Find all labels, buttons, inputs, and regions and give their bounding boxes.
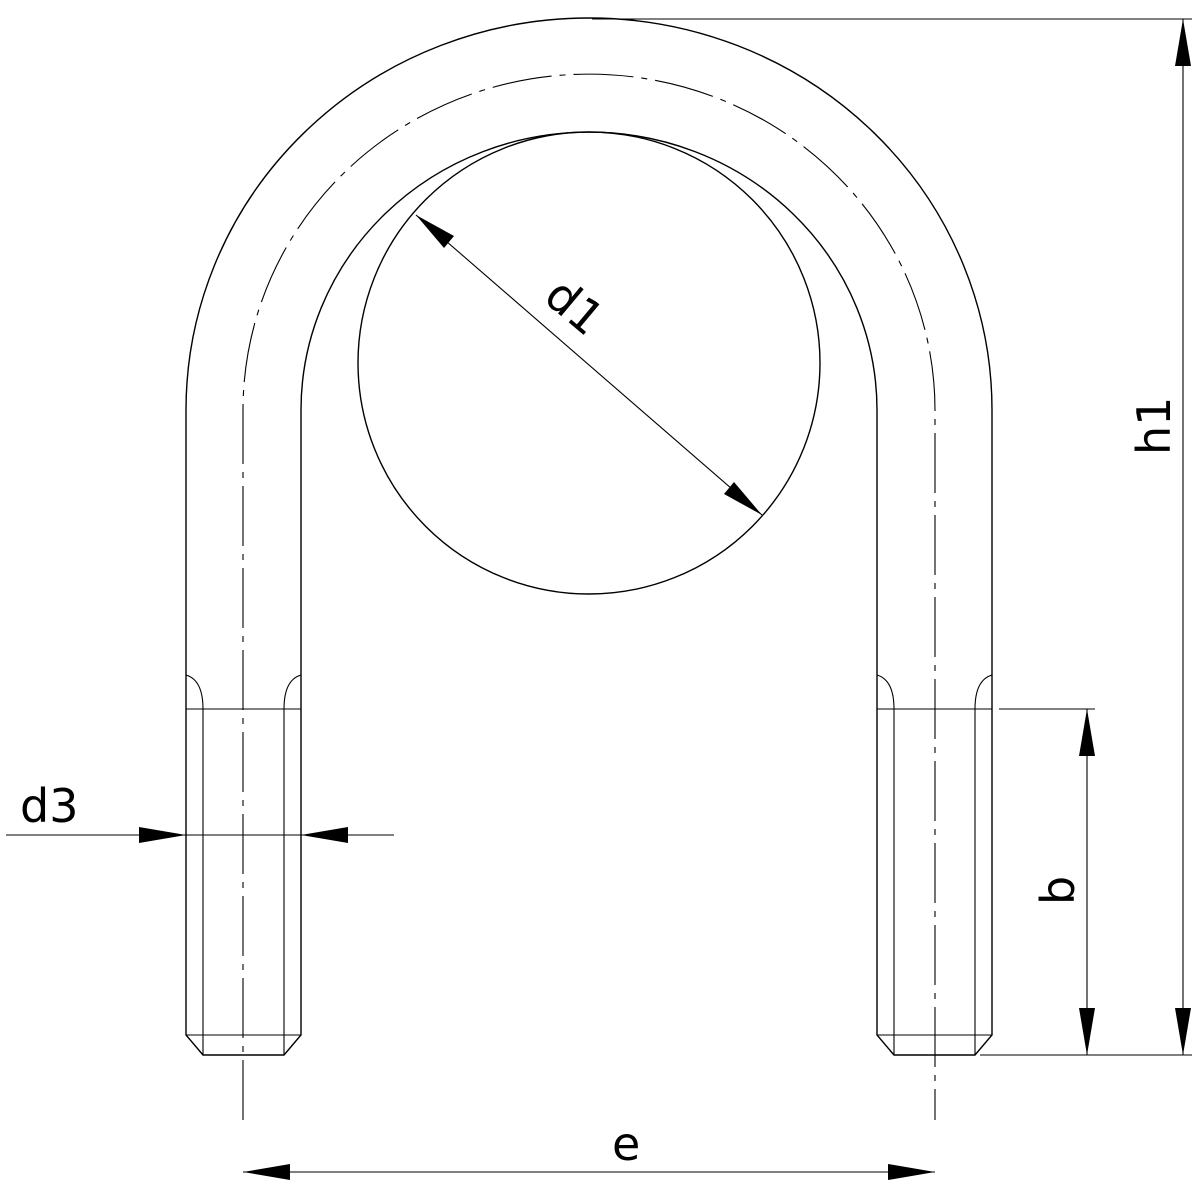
- left-thread-leg: [185, 674, 302, 1056]
- arrow-icon: [1175, 19, 1191, 66]
- dimension-label-h1: h1: [1127, 397, 1181, 455]
- arrow-icon: [139, 827, 186, 843]
- arrow-icon: [1079, 1008, 1095, 1055]
- dimension-d1: d1: [415, 214, 763, 516]
- dimension-d3: d3: [6, 779, 394, 843]
- pipe-circle: [357, 131, 821, 595]
- dimension-label-e: e: [612, 1117, 640, 1171]
- arrow-icon: [888, 1164, 935, 1180]
- dimension-label-d1: d1: [535, 267, 615, 346]
- dimension-b: b: [999, 708, 1095, 1055]
- dimension-label-d3: d3: [20, 779, 78, 833]
- arrow-icon: [1079, 709, 1095, 756]
- dimension-e: e: [243, 1117, 935, 1180]
- arrow-icon: [416, 215, 454, 248]
- u-bolt-body: [185, 17, 993, 1120]
- right-thread-leg: [876, 674, 993, 1056]
- dimension-label-b: b: [1031, 876, 1085, 905]
- arrow-icon: [724, 482, 762, 515]
- arrow-icon: [243, 1164, 290, 1180]
- arrow-icon: [301, 827, 348, 843]
- dimension-h1: h1: [592, 18, 1192, 1056]
- arrow-icon: [1175, 1008, 1191, 1055]
